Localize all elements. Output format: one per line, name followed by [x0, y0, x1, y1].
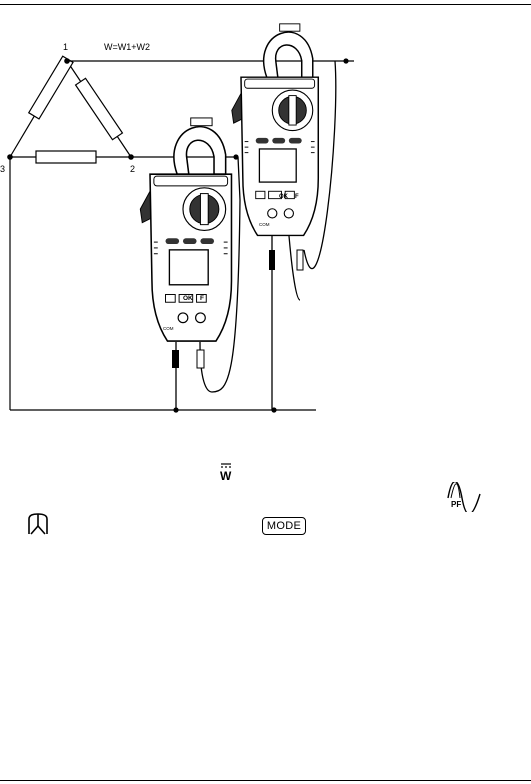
meter-left-f-label: F: [200, 295, 204, 302]
delta-load-network: [10, 56, 131, 163]
watt-icon-letter: W: [220, 469, 232, 482]
power-factor-label: PF: [451, 500, 461, 509]
node-1-label: 1: [63, 42, 68, 52]
bottom-rule: [0, 780, 531, 781]
mode-button-symbol: MODE: [262, 517, 306, 535]
meter-right-com-label: COM: [259, 222, 270, 227]
node-3-label: 3: [0, 164, 5, 174]
power-factor-icon: PF: [446, 482, 484, 512]
wiring-diagram: 1 2 3 W=W1+W2 OK F COM OK F COM: [0, 0, 531, 440]
clamp-meter-right: [232, 24, 318, 236]
watt-dc-icon: W: [219, 462, 233, 482]
three-phase-icon: [25, 512, 51, 538]
meter-left-ok-label: OK: [183, 295, 193, 302]
node-2-label: 2: [130, 164, 135, 174]
meter-left-com-label: COM: [163, 326, 174, 331]
formula-label: W=W1+W2: [104, 42, 150, 52]
meter-right-f-label: F: [295, 194, 299, 200]
clamp-meter-left: [140, 118, 231, 341]
meter-right-ok-label: OK: [279, 194, 289, 200]
